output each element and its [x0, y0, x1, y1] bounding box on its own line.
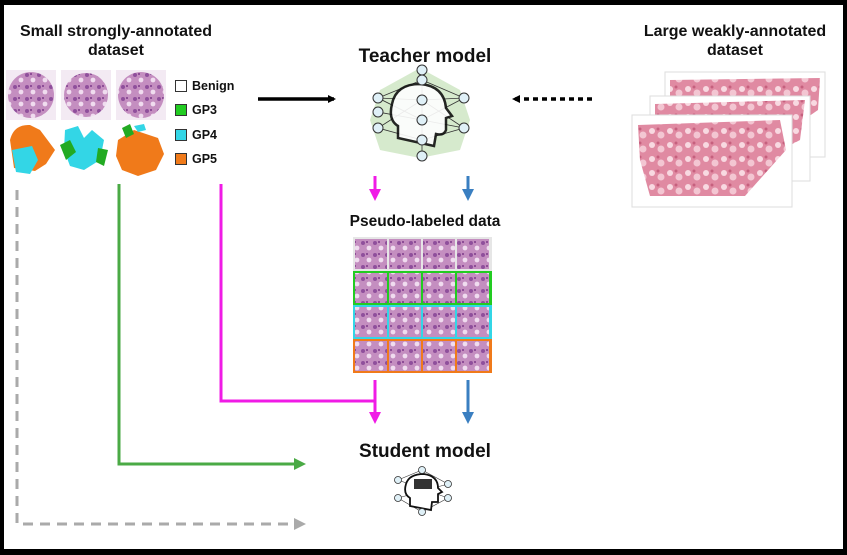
legend-swatch	[175, 104, 187, 116]
small-dataset-title: Small strongly-annotated dataset	[19, 23, 213, 60]
pseudo-tile	[355, 273, 387, 303]
pseudo-tile	[457, 273, 489, 303]
teacher-model-title: Teacher model	[358, 46, 492, 67]
legend-label: GP4	[192, 128, 218, 142]
legend-swatch	[175, 129, 187, 141]
large-dataset-title: Large weakly-annotated dataset	[643, 23, 827, 60]
legend-label: GP5	[192, 152, 218, 166]
teacher-network-icon	[370, 64, 470, 162]
pseudo-tile	[423, 273, 455, 303]
weak-slides	[631, 71, 826, 208]
legend-swatch	[175, 80, 187, 92]
pseudo-tile	[355, 239, 387, 269]
student-model-title: Student model	[359, 441, 491, 462]
legend-item-benign: Benign	[175, 78, 234, 94]
legend-swatch	[175, 153, 187, 165]
pseudo-tile	[457, 307, 489, 337]
pseudo-tile	[389, 273, 421, 303]
pseudo-tile	[457, 341, 489, 371]
pseudo-labeled-grid	[353, 237, 492, 373]
pseudo-tile	[355, 341, 387, 371]
pseudo-tile	[457, 239, 489, 269]
legend-label: GP3	[192, 103, 218, 117]
pseudo-tile	[389, 239, 421, 269]
legend-label: Benign	[192, 79, 235, 93]
pseudo-tile	[389, 341, 421, 371]
pseudo-tile	[423, 341, 455, 371]
arrow-strong-to-student-green	[117, 184, 306, 470]
arrow-gp5-to-student	[219, 184, 375, 403]
student-network-icon	[394, 466, 452, 516]
legend-item-gp3: GP3	[175, 102, 217, 118]
pseudo-labeled-title: Pseudo-labeled data	[349, 213, 501, 230]
pseudo-tile	[355, 307, 387, 337]
pseudo-tile	[389, 307, 421, 337]
legend-item-gp4: GP4	[175, 127, 217, 143]
legend-item-gp5: GP5	[175, 151, 217, 167]
arrow-dataset-to-student-gray	[15, 190, 306, 530]
pseudo-tile	[423, 239, 455, 269]
annotation-masks	[10, 124, 164, 176]
pseudo-tile	[423, 307, 455, 337]
tissue-thumbnails	[6, 70, 166, 120]
